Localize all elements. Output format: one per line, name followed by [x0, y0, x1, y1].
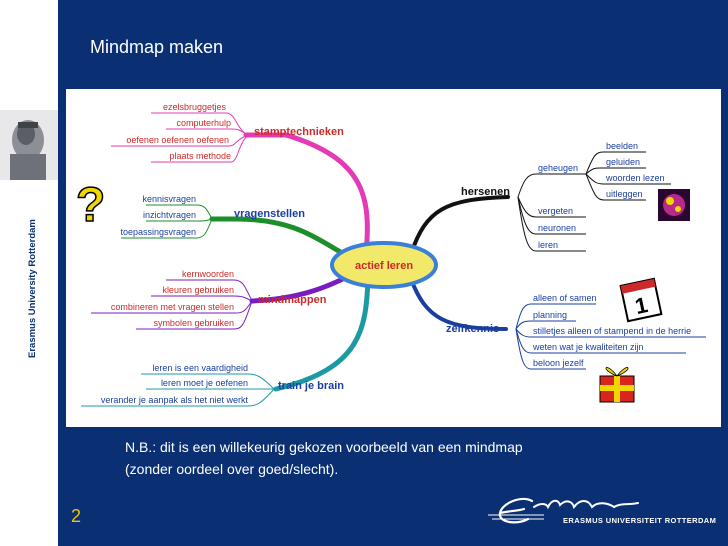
slide-title: Mindmap maken	[90, 37, 224, 57]
central-node-label: actief leren	[355, 260, 413, 272]
svg-text:?: ?	[76, 179, 105, 232]
mindmap-canvas: ezelsbruggetjes computerhulp oefenen oefen…	[75, 102, 706, 407]
hersenen-item: neuronen	[538, 223, 576, 233]
vragenstellen-item: toepassingsvragen	[120, 227, 196, 237]
question-mark-icon: ?	[75, 178, 106, 233]
branch-stamptechnieken: stamptechnieken	[254, 126, 344, 138]
mindmappen-item: kernwoorden	[182, 269, 234, 279]
hersenen-item: leren	[538, 240, 558, 250]
stamptechnieken-item: plaats methode	[169, 151, 231, 161]
left-sidebar: Erasmus University Rotterdam	[0, 0, 58, 546]
brain-image-icon	[658, 189, 690, 221]
note-line-2: (zonder oordeel over goed/slecht).	[125, 461, 339, 477]
page-number: 2	[71, 506, 82, 526]
hersenen-geheugen: geheugen	[538, 163, 578, 173]
svg-text:1: 1	[633, 292, 650, 319]
mindmap-image: ezelsbruggetjes computerhulp oefenen oefen…	[66, 89, 721, 427]
mindmappen-item: combineren met vragen stellen	[111, 302, 234, 312]
branch-zelfkennis: zelfkennis	[446, 323, 499, 335]
branch-mindmappen: mindmappen	[258, 294, 327, 306]
zelfkennis-item: planning	[533, 310, 567, 320]
branch-train: train je brain	[278, 380, 344, 392]
stamptechnieken-item: ezelsbruggetjes	[163, 102, 227, 112]
hersenen-geheugen-item: beelden	[606, 141, 638, 151]
branch-hersenen: hersenen	[461, 186, 510, 198]
mindmappen-item: symbolen gebruiken	[153, 318, 234, 328]
stamptechnieken-item: oefenen oefenen oefenen	[126, 135, 229, 145]
zelfkennis-item: weten wat je kwaliteiten zijn	[532, 342, 644, 352]
train-item: verander je aanpak als het niet werkt	[101, 395, 249, 405]
svg-text:Erasmus University Rotterdam: Erasmus University Rotterdam	[27, 219, 38, 358]
mindmappen-item: kleuren gebruiken	[162, 285, 234, 295]
vragenstellen-item: kennisvragen	[142, 194, 196, 204]
zelfkennis-item: alleen of samen	[533, 293, 597, 303]
calendar-icon: 1	[619, 277, 663, 323]
hersenen-geheugen-item: woorden lezen	[605, 173, 665, 183]
stamptechnieken-item: computerhulp	[176, 118, 231, 128]
train-item: leren moet je oefenen	[161, 378, 248, 388]
branch-vragenstellen: vragenstellen	[234, 208, 305, 220]
hersenen-geheugen-item: geluiden	[606, 157, 640, 167]
central-node: actief leren	[330, 241, 438, 289]
zelfkennis-item: stilletjes alleen of stampend in de herr…	[533, 326, 691, 336]
university-name-vertical: Erasmus University Rotterdam	[27, 219, 38, 358]
note-text: N.B.: dit is een willekeurig gekozen voo…	[125, 436, 685, 480]
train-item: leren is een vaardigheid	[152, 363, 248, 373]
note-line-1: N.B.: dit is een willekeurig gekozen voo…	[125, 439, 523, 455]
zelfkennis-item: beloon jezelf	[533, 358, 584, 368]
erasmus-statue-image	[0, 110, 58, 180]
vragenstellen-item: inzichtvragen	[143, 210, 196, 220]
hersenen-item: vergeten	[538, 206, 573, 216]
university-logo-text: ERASMUS UNIVERSITEIT ROTTERDAM	[563, 516, 717, 525]
erasmus-logo	[488, 497, 639, 524]
gift-icon	[599, 367, 635, 403]
hersenen-geheugen-item: uitleggen	[606, 189, 643, 199]
